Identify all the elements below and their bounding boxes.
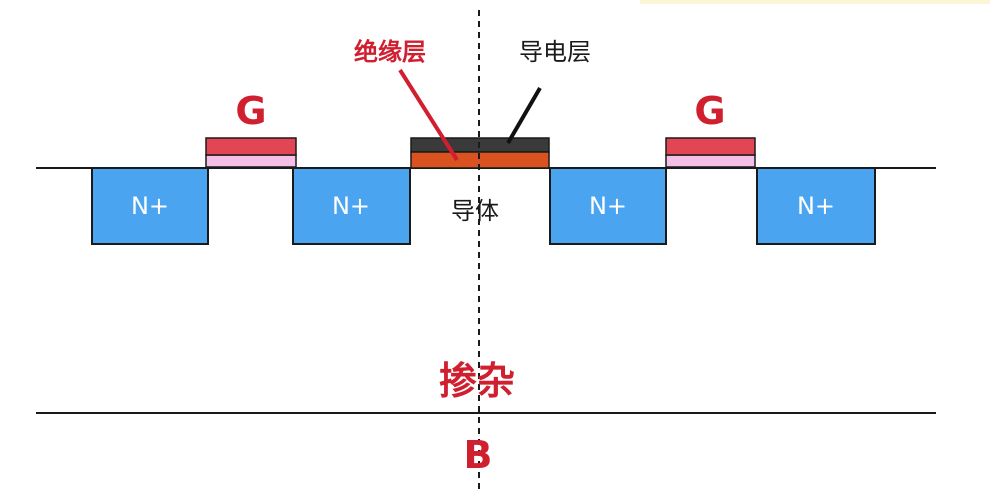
body-label: B [464,433,493,477]
gate-stack-left [205,137,297,168]
n-region-4-label: N+ [797,192,835,220]
conductor-pointer [506,86,542,145]
n-region-2-label: N+ [332,192,370,220]
conductor-layer-label: 导电层 [519,38,591,66]
top-highlight [640,0,990,4]
n-region-2: N+ [292,167,411,245]
insulator-label: 绝缘层 [354,38,426,66]
n-region-3: N+ [549,167,667,245]
n-region-1-label: N+ [131,192,169,220]
n-region-1: N+ [91,167,209,245]
channel-label: 导体 [451,197,499,225]
gate-right-label: G [694,89,725,133]
insulator-pointer [398,68,459,162]
n-region-4: N+ [756,167,876,245]
gate-stack-right [665,137,756,168]
gate-left-label: G [235,89,266,133]
doping-label: 掺杂 [439,359,515,403]
n-region-3-label: N+ [589,192,627,220]
